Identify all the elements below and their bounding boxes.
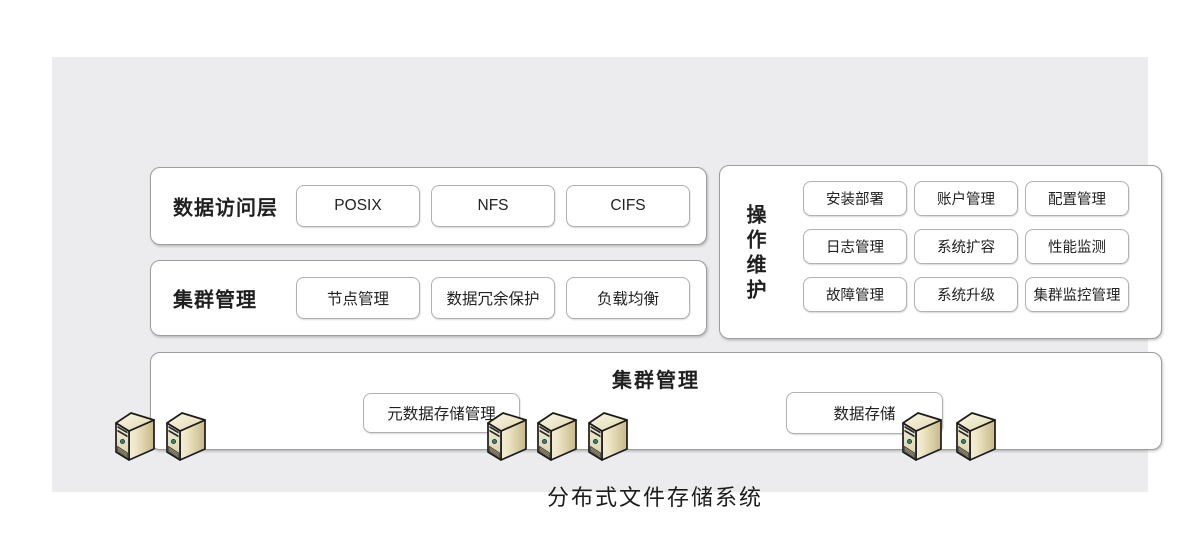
chip-metadata-storage-management: 元数据存储管理 xyxy=(363,393,520,433)
cluster-management-box: 集群管理 节点管理 数据冗余保护 负载均衡 xyxy=(150,260,707,336)
diagram-background-panel: 数据访问层 POSIX NFS CIFS 集群管理 节点管理 数据冗余保护 负载… xyxy=(52,57,1162,510)
chip-performance-monitoring: 性能监测 xyxy=(1025,229,1129,264)
data-access-chip-row: POSIX NFS CIFS xyxy=(296,185,690,227)
ops-maintenance-grid: 安装部署 账户管理 配置管理 日志管理 系统扩容 性能监测 故障管理 系统升级 … xyxy=(803,181,1129,312)
cluster-management-chip-row: 节点管理 数据冗余保护 负载均衡 xyxy=(296,277,690,319)
server-tower-icon xyxy=(535,409,579,463)
chip-account-management: 账户管理 xyxy=(914,181,1018,216)
chip-system-upgrade: 系统升级 xyxy=(914,277,1018,312)
chip-install-deploy: 安装部署 xyxy=(803,181,907,216)
chip-fault-management: 故障管理 xyxy=(803,277,907,312)
server-tower-icon xyxy=(586,409,630,463)
cluster-management-title: 集群管理 xyxy=(173,289,257,312)
diagram-caption: 分布式文件存储系统 xyxy=(546,485,763,510)
chip-cluster-monitoring-management: 集群监控管理 xyxy=(1025,277,1129,312)
chip-load-balancing: 负载均衡 xyxy=(566,277,690,319)
chip-system-expansion: 系统扩容 xyxy=(914,229,1018,264)
ops-maintenance-title: 操作维护 xyxy=(743,204,765,304)
server-tower-icon xyxy=(113,409,157,463)
chip-data-redundancy-protection: 数据冗余保护 xyxy=(431,277,555,319)
storage-cluster-title: 集群管理 xyxy=(612,370,700,392)
chip-node-management: 节点管理 xyxy=(296,277,420,319)
chip-cifs: CIFS xyxy=(566,185,690,227)
chip-posix: POSIX xyxy=(296,185,420,227)
ops-maintenance-box: 操作维护 安装部署 账户管理 配置管理 日志管理 系统扩容 性能监测 故障管理 … xyxy=(719,165,1162,339)
chip-config-management: 配置管理 xyxy=(1025,181,1129,216)
server-tower-icon xyxy=(954,409,998,463)
server-tower-icon xyxy=(485,409,529,463)
chip-nfs: NFS xyxy=(431,185,555,227)
server-tower-icon xyxy=(164,409,208,463)
storage-cluster-box: 集群管理 元数据存储管理 数据存储 xyxy=(150,352,1162,450)
chip-log-management: 日志管理 xyxy=(803,229,907,264)
server-tower-icon xyxy=(900,409,944,463)
data-access-layer-box: 数据访问层 POSIX NFS CIFS xyxy=(150,167,707,245)
data-access-layer-title: 数据访问层 xyxy=(173,197,278,220)
